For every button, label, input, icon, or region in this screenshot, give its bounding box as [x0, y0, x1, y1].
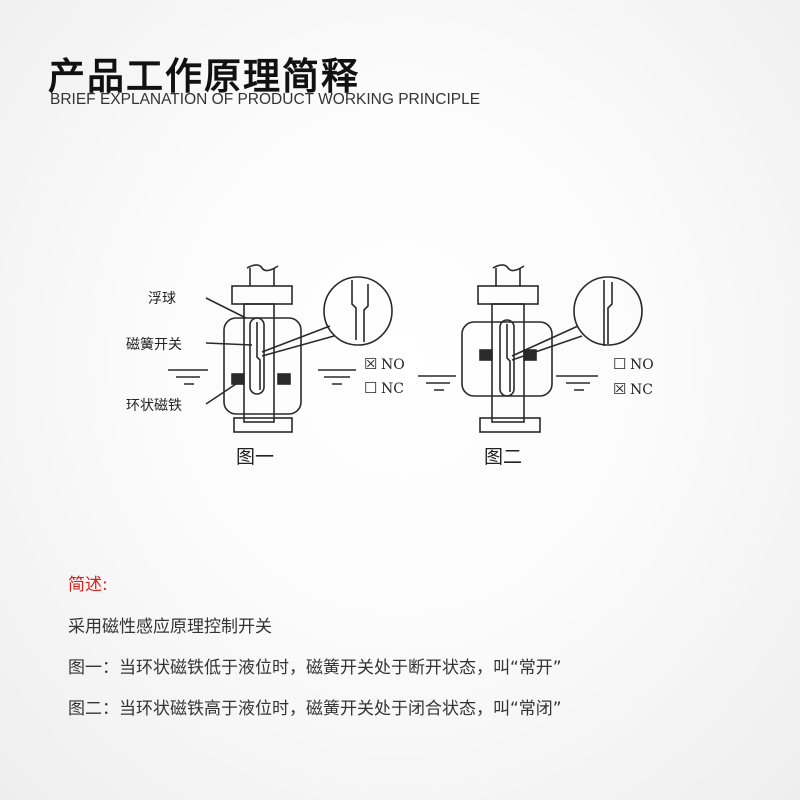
description-line: 采用磁性感应原理控制开关	[68, 617, 272, 637]
description-line: 图二：当环状磁铁高于液位时，磁簧开关处于闭合状态，叫“常闭”	[68, 699, 562, 719]
fig1-no-checkbox: ☒	[364, 355, 377, 373]
figure-two-drawing	[418, 264, 643, 433]
figure-one-caption: 图一	[236, 446, 274, 468]
fig1-nc-checkbox: ☐	[364, 379, 377, 397]
label-reed-switch: 磁簧开关	[126, 337, 182, 353]
fig1-nc-label: NC	[381, 381, 404, 397]
fig2-no-checkbox: ☐	[613, 355, 626, 373]
description-heading: 简述:	[68, 575, 108, 595]
fig2-nc-checkbox: ☒	[613, 380, 626, 398]
figure-one-drawing	[168, 264, 393, 433]
fig1-no-label: NO	[381, 357, 405, 373]
page-subtitle: BRIEF EXPLANATION OF PRODUCT WORKING PRI…	[50, 91, 481, 108]
page-title: 产品工作原理简释	[48, 55, 360, 98]
fig2-no-label: NO	[630, 357, 654, 373]
description-line: 图一：当环状磁铁低于液位时，磁簧开关处于断开状态，叫“常开”	[68, 658, 562, 678]
fig2-nc-label: NC	[630, 382, 653, 398]
label-float: 浮球	[148, 291, 176, 307]
label-ring-magnet: 环状磁铁	[126, 398, 182, 414]
figure-two-caption: 图二	[484, 446, 522, 468]
